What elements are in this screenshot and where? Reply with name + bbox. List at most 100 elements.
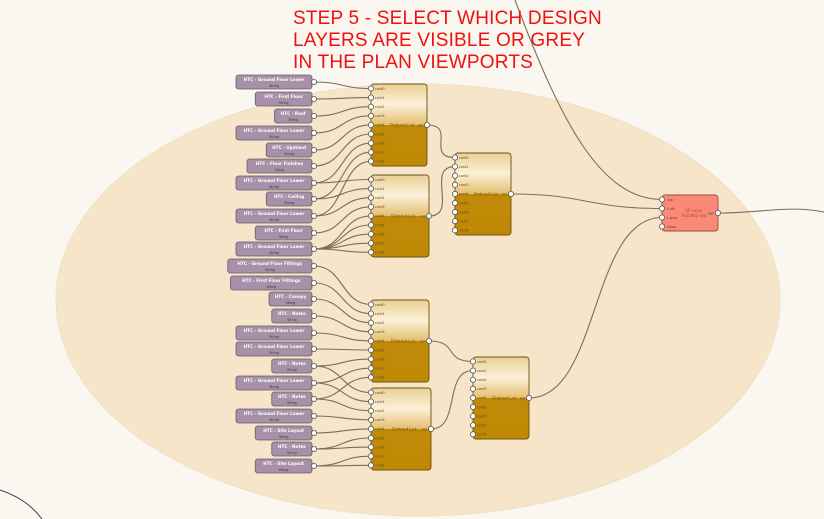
input-port[interactable]	[367, 374, 374, 381]
input-port[interactable]	[469, 413, 476, 420]
layer-output-port[interactable]	[310, 96, 317, 103]
input-port[interactable]	[367, 462, 374, 469]
layer-output-port[interactable]	[310, 379, 317, 386]
input-port[interactable]	[451, 154, 458, 161]
input-port[interactable]	[451, 218, 458, 225]
layer-output-port[interactable]	[310, 295, 317, 302]
input-port[interactable]	[451, 181, 458, 188]
input-port[interactable]	[367, 434, 374, 441]
vp-input-port[interactable]	[659, 214, 666, 221]
input-port[interactable]	[367, 346, 374, 353]
layer-output-port[interactable]	[310, 146, 317, 153]
input-port[interactable]	[367, 130, 374, 137]
input-port[interactable]	[367, 356, 374, 363]
input-port[interactable]	[367, 212, 374, 219]
layer-output-port[interactable]	[310, 162, 317, 169]
input-port[interactable]	[367, 240, 374, 247]
ordered-list-node-b[interactable]: Ordered Listcont0cont1cont2cont3cont4con…	[370, 174, 430, 258]
input-port[interactable]	[367, 301, 374, 308]
layer-output-port[interactable]	[310, 345, 317, 352]
input-port[interactable]	[367, 158, 374, 165]
output-port[interactable]	[507, 190, 514, 197]
layer-output-port[interactable]	[310, 129, 317, 136]
input-port[interactable]	[367, 103, 374, 110]
input-port[interactable]	[367, 176, 374, 183]
input-port[interactable]	[367, 85, 374, 92]
layer-output-port[interactable]	[310, 462, 317, 469]
layer-output-port[interactable]	[310, 362, 317, 369]
input-port[interactable]	[469, 394, 476, 401]
layer-output-port[interactable]	[310, 445, 317, 452]
input-port[interactable]	[451, 227, 458, 234]
input-port[interactable]	[469, 422, 476, 429]
vp-input-port[interactable]	[659, 223, 666, 230]
input-port[interactable]	[367, 112, 374, 119]
output-port[interactable]	[526, 394, 533, 401]
input-port[interactable]	[469, 385, 476, 392]
input-port[interactable]	[367, 140, 374, 147]
layer-output-port[interactable]	[310, 229, 317, 236]
ordered-list-node-merge-top[interactable]: Ordered Listcont0cont1cont2cont3cont4con…	[454, 152, 512, 236]
ordered-list-node-a[interactable]: Ordered Listcont0cont1cont2cont3cont4con…	[370, 83, 428, 167]
layer-output-port[interactable]	[310, 312, 317, 319]
input-port[interactable]	[367, 319, 374, 326]
input-port[interactable]	[367, 389, 374, 396]
input-port[interactable]	[367, 365, 374, 372]
output-port[interactable]	[425, 337, 432, 344]
input-port[interactable]	[367, 249, 374, 256]
input-port[interactable]	[367, 328, 374, 335]
vp-output-port[interactable]	[715, 209, 722, 216]
input-port[interactable]	[367, 149, 374, 156]
output-port[interactable]	[425, 212, 432, 219]
layer-output-port[interactable]	[310, 395, 317, 402]
layer-output-port[interactable]	[310, 412, 317, 419]
layer-output-port[interactable]	[310, 262, 317, 269]
layer-output-port[interactable]	[310, 179, 317, 186]
input-port[interactable]	[451, 209, 458, 216]
input-port[interactable]	[367, 453, 374, 460]
input-port[interactable]	[367, 94, 374, 101]
layer-output-port[interactable]	[310, 212, 317, 219]
ordered-list-node-merge-bottom[interactable]: Ordered Listcont0cont1cont2cont3cont4con…	[472, 356, 530, 440]
input-port[interactable]	[469, 403, 476, 410]
input-port[interactable]	[367, 407, 374, 414]
input-port[interactable]	[451, 199, 458, 206]
input-port[interactable]	[367, 444, 374, 451]
input-port[interactable]	[367, 310, 374, 317]
ordered-list-node-d[interactable]: Ordered Listcont0cont1cont2cont3cont4con…	[370, 387, 432, 471]
input-port[interactable]	[367, 121, 374, 128]
layer-output-port[interactable]	[310, 245, 317, 252]
input-port[interactable]	[367, 398, 374, 405]
layer-output-port[interactable]	[310, 329, 317, 336]
input-port[interactable]	[469, 431, 476, 438]
layer-output-port[interactable]	[310, 279, 317, 286]
input-port[interactable]	[367, 337, 374, 344]
input-port[interactable]	[469, 376, 476, 383]
input-port[interactable]	[451, 163, 458, 170]
vp-input-port[interactable]	[659, 205, 666, 212]
input-port[interactable]	[367, 425, 374, 432]
output-port[interactable]	[427, 425, 434, 432]
layer-output-port[interactable]	[310, 79, 317, 86]
ordered-list-node-c[interactable]: Ordered Listcont0cont1cont2cont3cont4con…	[370, 299, 430, 383]
input-port[interactable]	[367, 194, 374, 201]
input-port[interactable]	[469, 358, 476, 365]
